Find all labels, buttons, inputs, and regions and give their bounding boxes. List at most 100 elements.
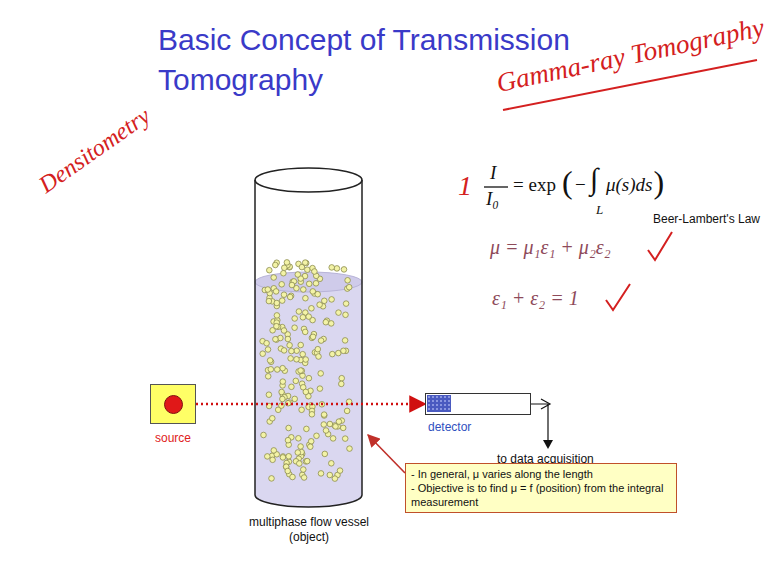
bubble [328, 321, 334, 327]
bubble [321, 413, 327, 419]
bubble [318, 471, 324, 477]
bubble [302, 260, 308, 266]
bubble [273, 336, 279, 342]
bubble [285, 437, 291, 443]
integral-limit: L [596, 202, 603, 218]
bubble [303, 357, 309, 363]
bubble [271, 448, 277, 454]
bubble [317, 302, 323, 308]
bubble [329, 297, 335, 303]
bubble [287, 342, 293, 348]
check-mark [648, 232, 672, 260]
bubble [301, 467, 307, 473]
liquid [255, 272, 362, 507]
cylinder-body [255, 180, 362, 507]
bubble [339, 375, 345, 381]
handwritten-number: 1 [458, 170, 472, 202]
bubble [337, 468, 343, 474]
bubble [280, 396, 286, 402]
bubble [284, 260, 290, 266]
bubble [279, 282, 285, 288]
bubble [279, 389, 285, 395]
bubble [347, 446, 353, 452]
fraction-bar [484, 186, 508, 187]
bubble [285, 468, 291, 474]
bubble [301, 475, 307, 481]
bubble [299, 407, 305, 413]
bubble [281, 292, 287, 298]
integral-sign: ∫ [590, 162, 598, 196]
bubble [280, 455, 286, 461]
bubble [292, 316, 298, 322]
bubble [264, 340, 270, 346]
bubble [303, 295, 309, 301]
bubble [269, 476, 275, 482]
bubble [265, 347, 271, 353]
acquisition-wire [531, 404, 548, 446]
bubble [281, 328, 287, 334]
bubble [315, 291, 321, 297]
equation-text: μ(s)ds [606, 174, 652, 196]
equation: ε₁ + ε₂ = 1 [492, 287, 579, 310]
bubble [300, 351, 306, 357]
bubble [260, 351, 266, 357]
bubble [329, 265, 335, 271]
bubble [310, 334, 316, 340]
bubble [281, 270, 287, 276]
vessel-object: multiphase flow vessel (object) [250, 160, 368, 560]
bubble [345, 278, 351, 284]
bubble [279, 298, 285, 304]
bubble [318, 371, 324, 377]
bubble [329, 461, 335, 467]
bubble [306, 375, 312, 381]
bubble [265, 454, 271, 460]
bubble [294, 357, 300, 363]
bubble [308, 439, 314, 445]
bubble [304, 426, 310, 432]
bubble [280, 365, 286, 371]
bubble [280, 379, 286, 385]
bubble [273, 289, 279, 295]
bubble [308, 444, 314, 450]
liquid-surface [255, 272, 362, 292]
check-mark [606, 284, 630, 310]
bubble [280, 454, 286, 460]
handwritten-note: Densitometry [34, 102, 155, 198]
bubble [296, 309, 302, 315]
source-box: source [150, 384, 196, 424]
bubble [292, 325, 298, 331]
bubble [298, 342, 304, 348]
bubble [295, 450, 301, 456]
equation-symbol: I [490, 162, 496, 184]
bubble [271, 275, 277, 281]
bubble [318, 338, 324, 344]
bubble [344, 408, 350, 414]
right-arrowhead [541, 399, 550, 409]
bubble [327, 472, 333, 478]
bubble [267, 358, 273, 364]
bubble [292, 396, 298, 402]
bubble [330, 436, 336, 442]
bubble [274, 300, 280, 306]
bubble [293, 378, 299, 384]
bubble [340, 425, 346, 431]
bubble [303, 260, 309, 266]
acquisition-arrowhead [543, 440, 553, 449]
bubble [273, 262, 279, 268]
bubble [265, 287, 271, 293]
bubble [309, 306, 315, 312]
bubble [289, 348, 295, 354]
bubble [314, 433, 320, 439]
bubble [274, 323, 280, 329]
bubble [301, 287, 307, 293]
bubble [322, 298, 328, 304]
bubble [266, 298, 272, 304]
bubble [305, 267, 311, 273]
bubble [343, 301, 349, 307]
bubble [290, 474, 296, 480]
bubble [322, 451, 328, 457]
bubble [268, 367, 274, 373]
bubble [341, 348, 347, 354]
bubble [306, 281, 312, 287]
bubble [296, 436, 302, 442]
